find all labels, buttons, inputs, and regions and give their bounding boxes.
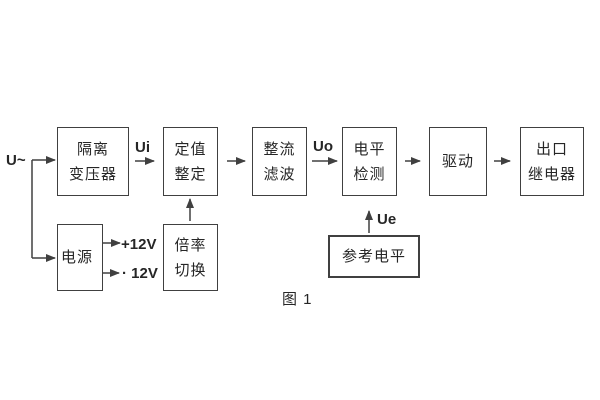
label-minus-12v: · 12V	[122, 265, 158, 282]
label-uo: Uo	[313, 138, 333, 155]
block-label: 切换	[174, 261, 207, 279]
label-input-voltage: U~	[6, 152, 26, 169]
block-label: 电平	[353, 140, 386, 158]
block-label: 参考电平	[341, 248, 406, 265]
block-label: 整流	[263, 140, 296, 158]
block-label: 检测	[353, 165, 386, 183]
block-rectify-filter: 整流 滤波	[252, 127, 307, 196]
block-label: 变压器	[68, 165, 117, 183]
label-ue: Ue	[377, 211, 397, 228]
block-label: 隔离	[76, 140, 109, 158]
block-label: 倍率	[174, 236, 207, 254]
block-label: 滤波	[263, 165, 296, 183]
block-label: 出口	[535, 140, 568, 158]
block-reference-level: 参考电平	[328, 235, 420, 278]
block-label: 驱动	[441, 153, 474, 170]
block-level-detect: 电平 检测	[342, 127, 397, 196]
block-ratio-switch: 倍率 切换	[163, 224, 218, 291]
block-isolation-transformer: 隔离 变压器	[57, 127, 129, 196]
block-setpoint-adjust: 定值 整定	[163, 127, 218, 196]
label-plus-12v: +12V	[121, 236, 157, 253]
label-ui: Ui	[135, 139, 150, 156]
block-label: 整定	[174, 165, 207, 183]
figure-caption: 图 1	[282, 291, 313, 308]
block-label: 电源	[61, 249, 94, 266]
block-power-supply: 电源	[57, 224, 103, 291]
block-label: 定值	[174, 140, 207, 158]
block-output-relay: 出口 继电器	[520, 127, 584, 196]
block-drive: 驱动	[429, 127, 487, 196]
block-label: 继电器	[527, 165, 576, 183]
